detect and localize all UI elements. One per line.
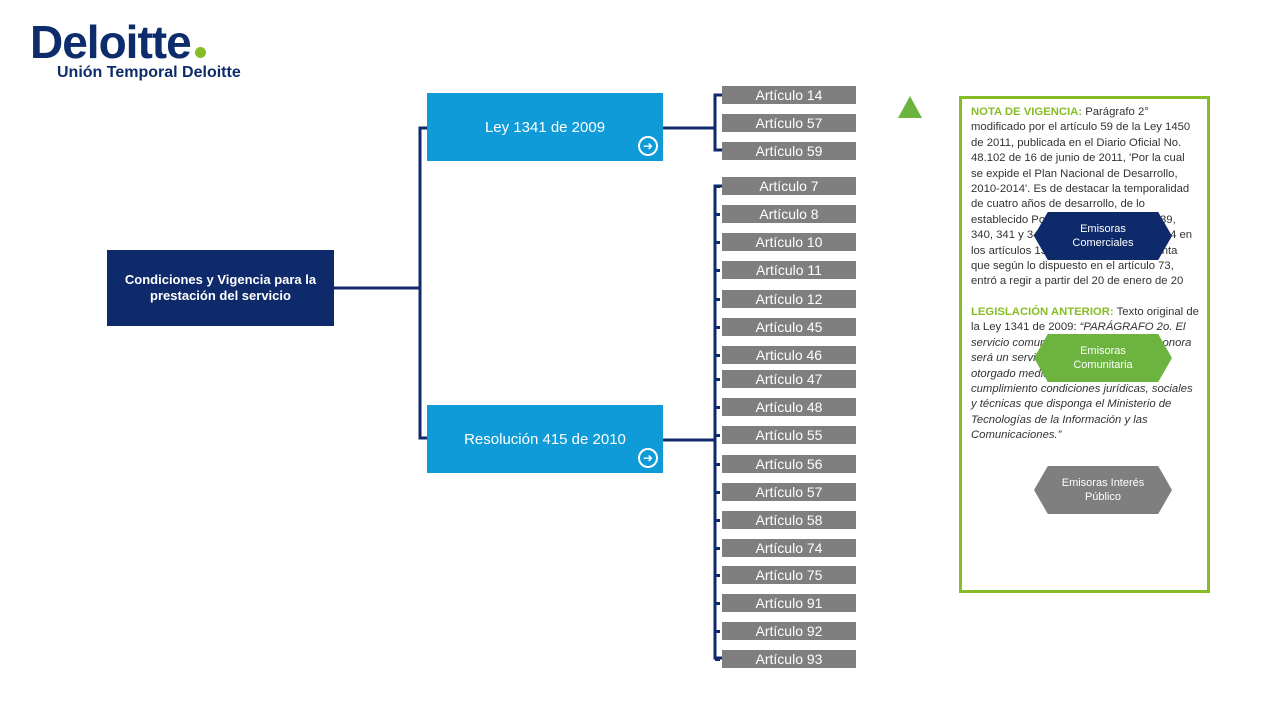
arrow-right-circle-icon[interactable]: ➜ [638, 448, 658, 468]
badge-emisoras-comunitaria[interactable]: Emisoras Comunitaria [1034, 334, 1172, 382]
triangle-up-icon [898, 96, 922, 118]
article-box[interactable]: Artículo 93 [722, 650, 856, 668]
note-vigencia: NOTA DE VIGENCIA: Parágrafo 2° modificad… [971, 105, 1199, 290]
article-box[interactable]: Artículo 92 [722, 622, 856, 640]
article-box[interactable]: Artículo 57 [722, 483, 856, 501]
article-box[interactable]: Artículo 57 [722, 114, 856, 132]
article-box[interactable]: Artículo 14 [722, 86, 856, 104]
note-anterior-label: LEGISLACIÓN ANTERIOR: [971, 305, 1114, 318]
article-box[interactable]: Artículo 11 [722, 261, 856, 279]
badge-emisoras-interes-publico[interactable]: Emisoras Interés Público [1034, 466, 1172, 514]
note-vigencia-text: Parágrafo 2° modificado por el artículo … [971, 106, 1193, 288]
resolucion-415-node[interactable]: Resolución 415 de 2010 ➜ [427, 405, 663, 473]
article-box[interactable]: Artículo 55 [722, 426, 856, 444]
ley-1341-node[interactable]: Ley 1341 de 2009 ➜ [427, 93, 663, 161]
article-box[interactable]: Artículo 45 [722, 318, 856, 336]
resolucion-415-label: Resolución 415 de 2010 [464, 430, 626, 448]
article-box[interactable]: Artículo 59 [722, 142, 856, 160]
deloitte-logo: Deloitte [30, 14, 206, 70]
note-anterior-text: Texto original de la Ley 1341 de 2009: [971, 305, 1199, 334]
article-box[interactable]: Artículo 7 [722, 177, 856, 195]
article-box[interactable]: Artículo 10 [722, 233, 856, 251]
article-box[interactable]: Artículo 8 [722, 205, 856, 223]
ley-1341-label: Ley 1341 de 2009 [484, 118, 606, 136]
article-box[interactable]: Artículo 58 [722, 511, 856, 529]
root-node: Condiciones y Vigencia para la prestació… [107, 250, 334, 326]
root-label: Condiciones y Vigencia para la prestació… [124, 272, 317, 303]
article-box[interactable]: Articulo 46 [722, 346, 856, 364]
logo-subtitle: Unión Temporal Deloitte [57, 64, 241, 81]
logo-word: Deloitte [30, 16, 192, 68]
article-box[interactable]: Artículo 48 [722, 398, 856, 416]
note-vigencia-label: NOTA DE VIGENCIA: [971, 106, 1083, 118]
article-box[interactable]: Artículo 91 [722, 594, 856, 612]
logo-dot [194, 47, 206, 58]
article-box[interactable]: Artículo 47 [722, 370, 856, 388]
badge-label: Emisoras Comerciales [1072, 223, 1134, 249]
badge-label: Emisoras Interés Público [1061, 477, 1145, 503]
article-box[interactable]: Artículo 12 [722, 290, 856, 308]
article-box[interactable]: Artículo 75 [722, 566, 856, 584]
arrow-right-circle-icon[interactable]: ➜ [638, 136, 658, 156]
badge-emisoras-comerciales[interactable]: Emisoras Comerciales [1034, 212, 1172, 260]
article-box[interactable]: Artículo 56 [722, 455, 856, 473]
article-box[interactable]: Artículo 74 [722, 539, 856, 557]
badge-label: Emisoras Comunitaria [1073, 345, 1133, 371]
